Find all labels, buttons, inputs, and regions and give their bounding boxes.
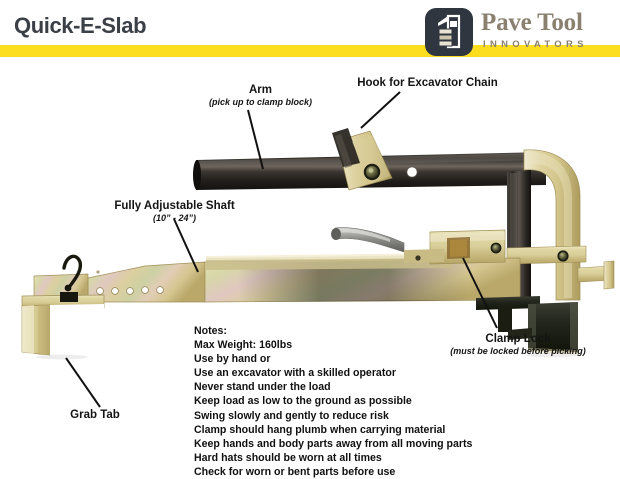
hook-bracket [332, 128, 393, 191]
callout-grab-title: Grab Tab [70, 409, 120, 421]
callout-hook-title: Hook for Excavator Chain [357, 77, 498, 89]
note-item: Keep hands and body parts away from all … [194, 437, 473, 450]
note-item: Keep load as low to the ground as possib… [194, 395, 412, 408]
page-title: Quick-E-Slab [14, 13, 147, 38]
callout-clamp-subtitle: (must be locked before picking) [450, 346, 586, 356]
note-item: Max Weight: 160lbs [194, 339, 293, 352]
right-upright [506, 149, 615, 301]
adjustable-shaft [50, 253, 521, 303]
note-item: Use by hand or [194, 353, 271, 366]
notes-block: Notes: Max Weight: 160lbs Use by hand or… [194, 324, 472, 479]
note-item: Clamp should hang plumb when carrying ma… [194, 423, 446, 436]
page-header: Quick-E-Slab Pave Tool INNOVATORS [0, 0, 620, 60]
callout-hook: Hook for Excavator Chain [340, 77, 515, 90]
adjustment-holes [96, 286, 164, 295]
callout-arm-title: Arm [248, 84, 272, 96]
callout-shaft-subtitle: (10” - 24”) [152, 213, 196, 223]
note-item: Swing slowly and gently to reduce risk [194, 409, 389, 422]
clamp-lock [331, 227, 506, 265]
note-item: Hard hats should be worn at all times [194, 451, 382, 464]
callout-grab-tab: Grab Tab [40, 409, 150, 422]
note-item: Never stand under the load [194, 381, 331, 394]
note-item: Use an excavator with a skilled operator [194, 367, 396, 380]
callout-shaft-title: Fully Adjustable Shaft [114, 200, 235, 212]
grab-tab [21, 254, 105, 356]
note-item: Check for worn or bent parts before use [194, 465, 396, 478]
brand-name: Pave Tool [481, 9, 583, 36]
brand-tagline: INNOVATORS [483, 39, 588, 50]
callout-clamp-lock: Clamp Lock (must be locked before pickin… [418, 333, 618, 357]
callout-adjustable-shaft: Fully Adjustable Shaft (10” - 24”) [82, 200, 267, 224]
callout-clamp-title: Clamp Lock [485, 333, 551, 345]
callout-arm: Arm (pick up to clamp block) [168, 84, 353, 108]
paver-tamper-icon [425, 8, 473, 56]
callout-arm-subtitle: (pick up to clamp block) [208, 97, 312, 107]
brand-logo: Pave Tool INNOVATORS [425, 8, 615, 58]
notes-heading: Notes: [194, 325, 227, 337]
